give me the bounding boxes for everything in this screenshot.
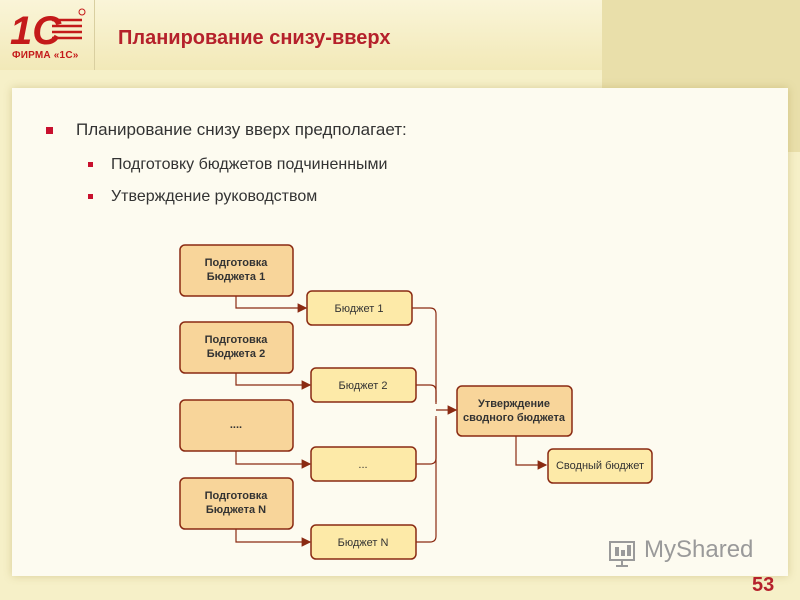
prep-node-4: Подготовка Бюджета N [179,477,294,530]
prep-node-1-line1: Подготовка [205,257,269,269]
prep-node-3-line1: .... [230,419,242,431]
sub-bullet-marker [88,162,93,167]
prep-node-4-line1: Подготовка [205,490,269,502]
myshared-logo-icon [609,541,635,567]
connector-budget3 [416,416,437,465]
header-divider [94,0,95,70]
sub-bullet-2: Утверждение руководством [111,188,318,205]
budget-node-4-label: Бюджет N [338,537,389,549]
result-node: Сводный бюджет [547,448,653,484]
1c-logo: 1C [10,8,86,53]
prep-node-4-line2: Бюджета N [206,504,266,516]
connector-budget4 [416,418,437,543]
connector-prep4-budget4 [235,529,312,547]
budget-node-1-label: Бюджет 1 [335,303,384,315]
budget-node-3: ... [310,446,417,482]
connector-prep1-budget1 [235,296,308,313]
prep-node-2: Подготовка Бюджета 2 [179,321,294,374]
bullet-marker [46,127,53,134]
prep-node-1-line2: Бюджета 1 [207,271,265,283]
sub-bullet-1: Подготовку бюджетов подчиненными [111,156,388,173]
budget-node-1: Бюджет 1 [306,290,413,326]
budget-node-2-label: Бюджет 2 [339,380,388,392]
prep-node-2-line2: Бюджета 2 [207,348,265,360]
budget-node-2: Бюджет 2 [310,367,417,403]
result-node-label: Сводный бюджет [556,460,644,472]
approve-node-line1: Утверждение [478,398,550,410]
budget-node-3-label: ... [358,459,367,471]
approve-node-line2: сводного бюджета [463,412,566,424]
prep-node-1: Подготовка Бюджета 1 [179,244,294,297]
connector-prep2-budget2 [235,373,312,390]
prep-node-2-line1: Подготовка [205,334,269,346]
connector-budget1 [412,307,437,402]
approve-node: Утверждение сводного бюджета [456,385,573,437]
page-title: Планирование снизу-вверх [118,27,391,49]
connector-budget2 [416,384,437,404]
content-panel [12,88,788,576]
connector-approve-result [515,436,548,470]
prep-node-3: .... [179,399,294,452]
watermark: MyShared [644,536,754,563]
main-bullet: Планирование снизу вверх предполагает: [76,120,407,139]
page-number: 53 [752,574,775,596]
budget-node-4: Бюджет N [310,524,417,560]
sub-bullet-marker [88,194,93,199]
connector-prep3-budget3 [235,451,312,469]
logo-caption: ФИРМА «1С» [12,50,79,61]
